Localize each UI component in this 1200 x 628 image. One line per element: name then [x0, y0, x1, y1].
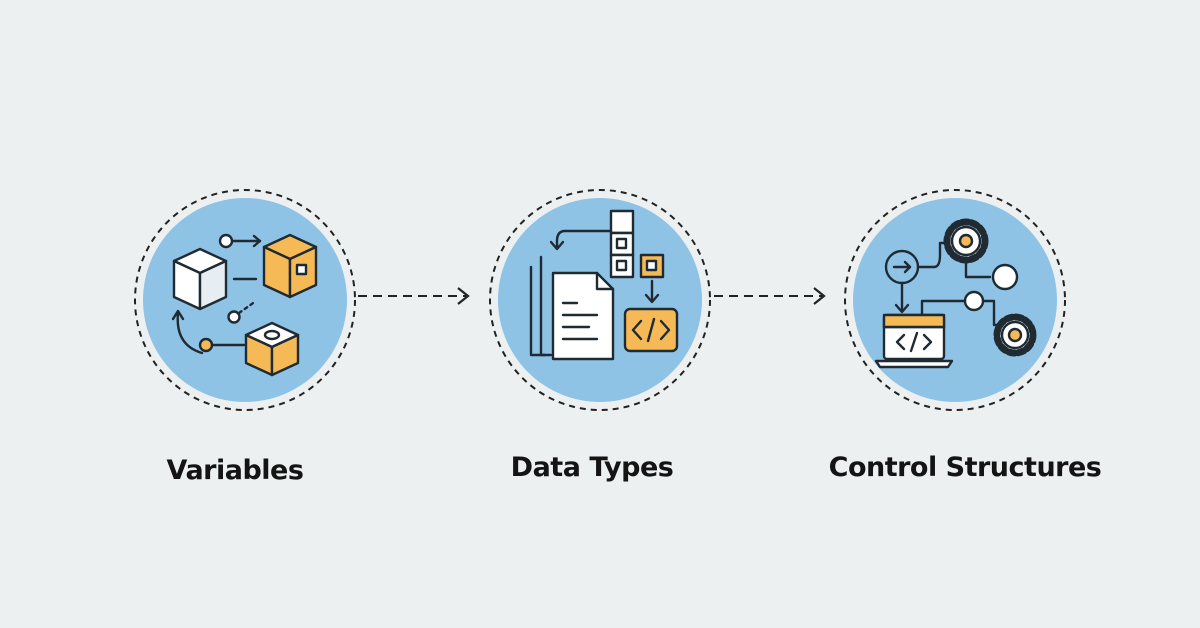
step-label-data-types: Data Types [510, 452, 674, 483]
step-label-variables: Variables [166, 455, 304, 486]
step-label-control-structures: Control Structures [828, 452, 1102, 483]
arrow-connector [358, 287, 470, 305]
gears-icon [844, 189, 1066, 411]
documents-icon [489, 189, 711, 411]
arrow-connector [714, 287, 826, 305]
cubes-icon [134, 189, 356, 411]
